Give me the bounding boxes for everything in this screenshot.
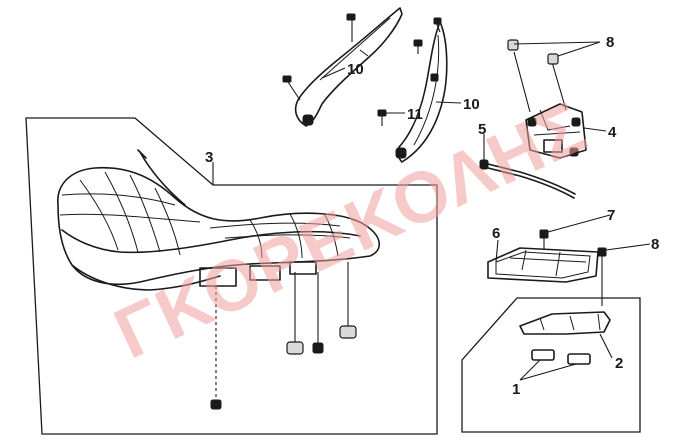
callout-11: 11	[407, 106, 423, 123]
seat-part	[57, 149, 380, 291]
callout-10: 10	[463, 96, 480, 113]
callout-1: 1	[512, 381, 520, 398]
callout-4: 4	[608, 124, 617, 141]
callout-5: 5	[478, 121, 486, 138]
tray-part	[487, 229, 607, 306]
seat-lock-assembly	[507, 39, 587, 159]
callout-2: 2	[615, 355, 623, 372]
bracket-part	[519, 311, 611, 365]
left-side-cover	[282, 7, 403, 127]
callout-9: 10	[347, 61, 364, 78]
right-side-cover	[395, 17, 448, 163]
callout-8-right: 8	[651, 236, 659, 253]
callout-3: 3	[205, 149, 213, 166]
seat-lock-cable	[479, 159, 576, 199]
bracket-group-frame	[461, 297, 641, 433]
callout-6: 6	[492, 225, 500, 242]
seat-rubber-stops	[210, 262, 357, 410]
callout-8-top: 8	[606, 34, 614, 51]
screw-11	[377, 39, 423, 126]
seat-group-frame	[25, 117, 438, 435]
callout-7: 7	[607, 207, 615, 224]
